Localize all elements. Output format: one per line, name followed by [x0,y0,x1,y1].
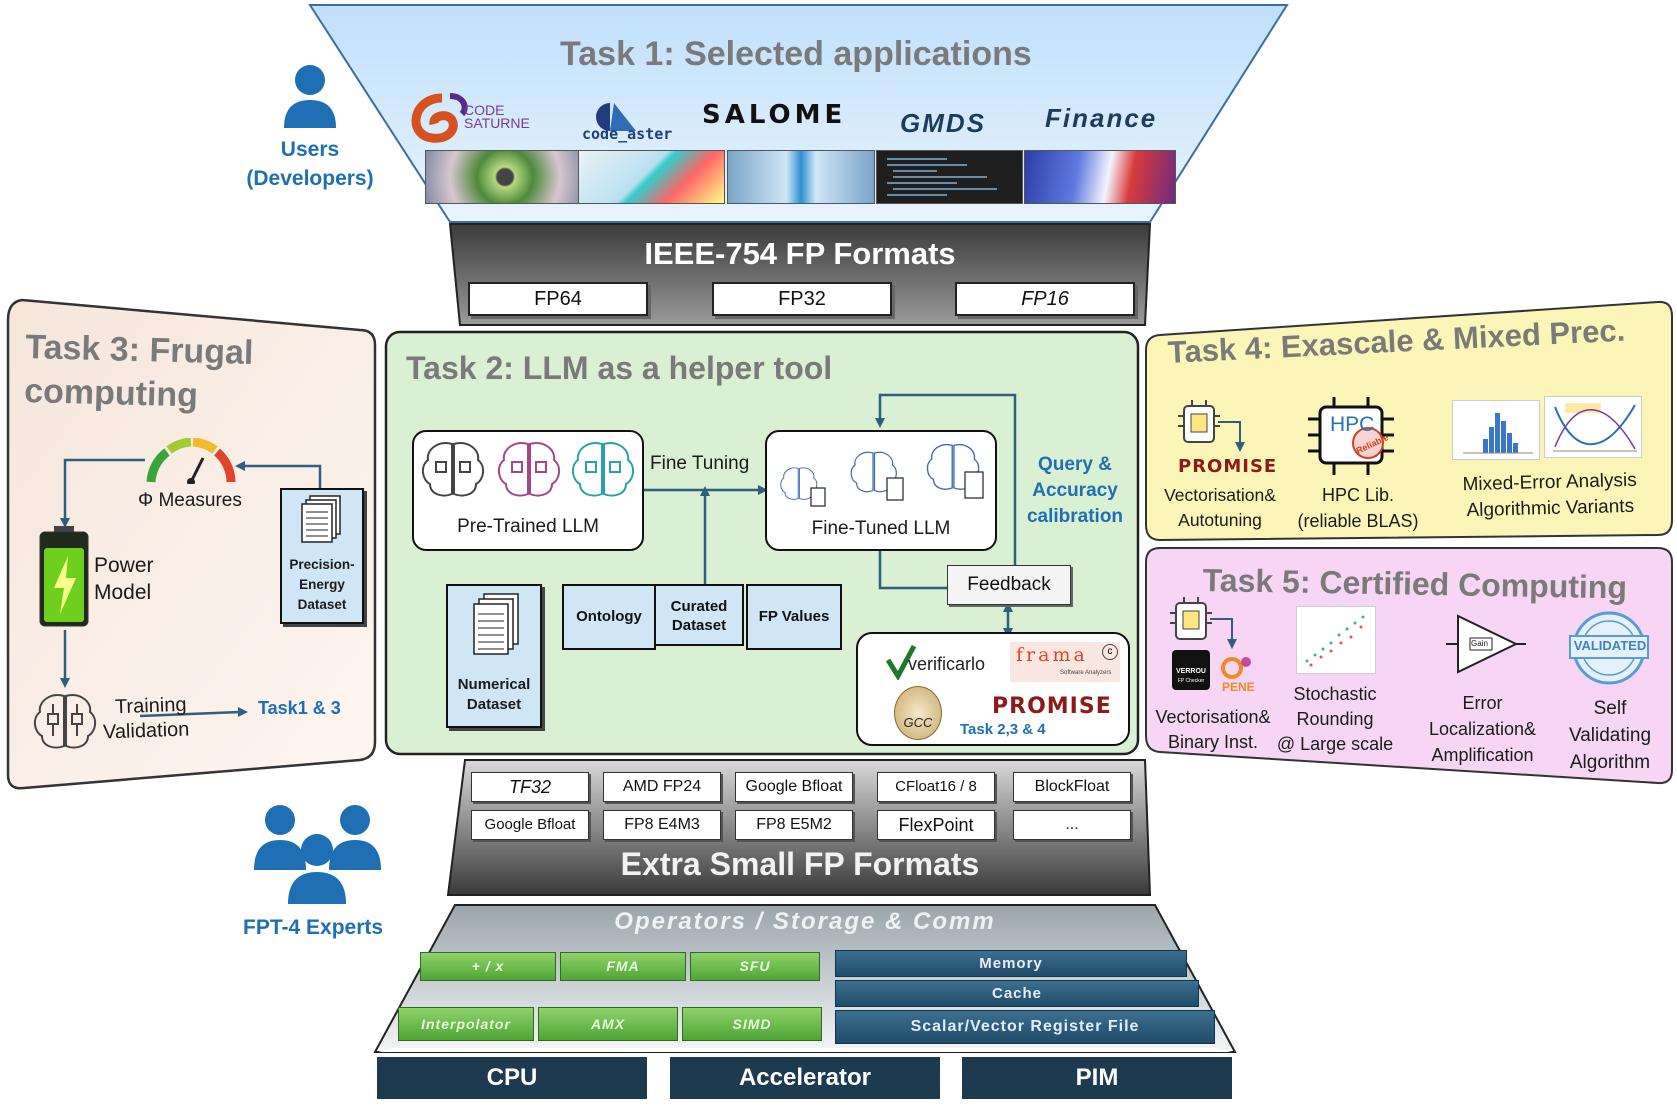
format-cfloat: CFloat16 / 8 [877,772,995,802]
hpc-lib-label: HPC Lib.(reliable BLAS) [1297,485,1419,531]
format-flexpoint: FlexPoint [877,810,995,840]
op-mul-add: + / x [420,952,556,981]
stochastic-plot-thumbnail [1296,606,1376,674]
code-saturne-logo: CODE SATURNE [402,90,562,145]
document-stack-icon [473,593,519,655]
finetuning-label: Fine Tuning [650,453,750,474]
gcc-logo: GCC [894,686,942,740]
format-tf32: TF32 [471,772,589,802]
users-label: Users(Developers) [246,138,374,191]
brain-circuit-icon [420,440,636,505]
storage-cache: Cache [835,980,1199,1007]
finance-image [1024,150,1176,204]
op-interpolator: Interpolator [398,1007,534,1041]
op-simd: SIMD [682,1007,822,1041]
feedback-box: Feedback [947,565,1071,605]
fp-values-box: FP Values [746,584,842,650]
document-stack-icon [301,495,341,543]
brain-doc-icon [775,442,990,513]
ops-title: Operators / Storage & Comm [614,908,996,935]
task2-arrows [642,393,1017,638]
finance-logo: Finance [1045,103,1158,133]
task4-panel [1145,300,1673,542]
format-fp32: FP32 [712,282,892,316]
user-icon [280,62,340,137]
task1-3-ref: Task1 & 3 [258,698,341,718]
brain-circuit-icon [30,690,100,757]
frama-c-logo: frama c Software Analyzers [1010,642,1120,682]
histogram-thumbnail [1452,400,1540,460]
hw-pim: PIM [962,1057,1232,1099]
code-aster-logo: code_aster [580,95,710,145]
task5-title: Task 5: Certified Computing [1202,562,1628,606]
salome-simulation-image [727,150,875,204]
task3-arrows [60,458,322,718]
task2-title: Task 2: LLM as a helper tool [406,350,833,386]
format-google-bfloat-1: Google Bfloat [735,772,853,802]
hw-cpu: CPU [377,1057,647,1099]
pretrained-llm-box: Pre-Trained LLM [412,430,644,551]
saturne-simulation-image [425,150,585,204]
salome-logo: SALOME [702,100,847,130]
storage-memory: Memory [835,950,1187,977]
op-amx: AMX [538,1007,678,1041]
storage-register-file: Scalar/Vector Register File [835,1010,1215,1044]
gauge-icon [145,437,237,489]
chip-icon [1170,597,1250,656]
extra-title: Extra Small FP Formats [620,846,980,882]
curve-thumbnail [1544,396,1642,458]
gmds-code-image [876,150,1023,204]
vectorisation-binary-label: Vectorisation&Binary Inst. [1155,707,1271,752]
measures-label: Φ Measures [138,490,242,511]
format-fp64: FP64 [468,282,648,316]
pene-logo: PENE [1218,652,1258,696]
ontology-box: Ontology [562,584,656,650]
chip-icon [1178,400,1258,459]
promise-logo: PROMISE [1178,456,1278,477]
format-google-bfloat-2: Google Bfloat [471,810,589,840]
format-amd-fp24: AMD FP24 [603,772,721,802]
finetuned-llm-label: Fine-Tuned LLM [811,518,951,539]
hw-accelerator: Accelerator [670,1057,940,1099]
op-sfu: SFU [690,952,820,981]
tools-box: verificarlo frama c Software Analyzers G… [856,632,1130,746]
format-fp16: FP16 [955,282,1135,316]
verrou-logo: VERROU FP Checker [1172,650,1210,690]
task2-3-4-ref: Task 2,3 & 4 [960,721,1046,738]
aster-simulation-image [578,150,725,204]
experts-label: FPT-4 Experts [243,916,384,939]
pretrained-llm-label: Pre-Trained LLM [457,516,599,537]
task3-panel [6,298,377,790]
promise-logo: PROMISE [992,694,1112,719]
task1-title: Task 1: Selected applications [560,35,1032,73]
validated-stamp-icon: VALIDATED [1568,610,1650,686]
hpc-chip-icon: HPC Reliable [1308,397,1394,480]
format-fp8-e5m2: FP8 E5M2 [735,810,853,840]
format-fp8-e4m3: FP8 E4M3 [603,810,721,840]
experts-group-icon [250,800,385,910]
amplifier-gain-icon: Gain [1446,612,1526,681]
finetuned-llm-box: Fine-Tuned LLM [765,430,997,551]
verificarlo-logo: verificarlo [886,642,998,682]
vectorisation-autotuning-label: Vectorisation&Autotuning [1164,485,1276,530]
battery-icon [38,526,90,633]
gmds-logo: GMDS [900,108,986,138]
format-more: ... [1013,810,1131,840]
task5-panel [1145,547,1673,785]
format-blockfloat: BlockFloat [1013,772,1131,802]
op-fma: FMA [560,952,686,981]
ieee-title: IEEE-754 FP Formats [644,236,956,271]
